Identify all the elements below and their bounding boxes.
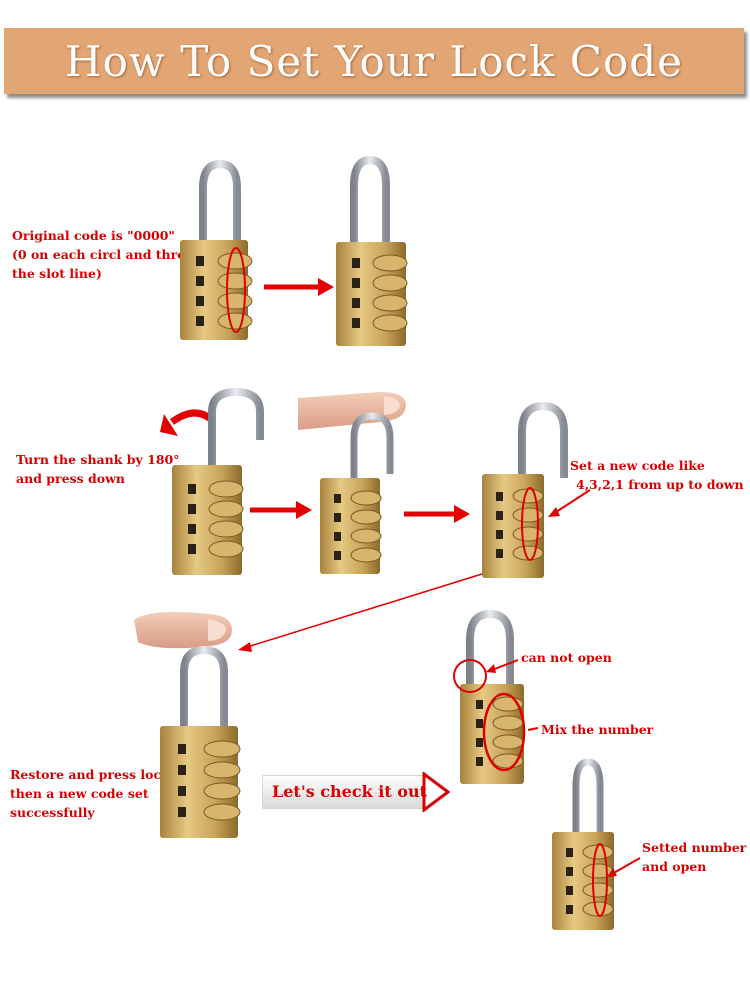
check-it-out-button[interactable]: Let's check it out [262,771,451,813]
restore-note-line3: successfully [10,805,95,820]
padlock-mixed-icon [453,609,526,784]
set-note-line2: 4,3,2,1 from up to down [576,477,744,492]
restore-note-line2: then a new code set [10,786,149,801]
arrow-right-icon-1 [264,278,334,296]
set-new-code-note: Set a new code like 4,3,2,1 from up to d… [570,456,744,494]
check-button-label: Let's check it out [272,782,427,801]
check-button-shape [262,771,451,813]
turn-note-line2: and press down [16,471,125,486]
padlock-setting-icon [482,401,568,578]
arrow-pointer-icon-4 [607,857,641,877]
arrow-diagonal-icon [238,573,483,652]
setted-note-line1: Setted number [642,840,747,855]
rotate-arrow-icon [160,409,215,436]
padlock-restored-icon [160,645,241,838]
turn-shank-note: Turn the shank by 180° and press down [16,450,179,488]
padlock-opened-icon [552,758,614,930]
can-not-open-note: can not open [521,650,612,665]
set-note-line1: Set a new code like [570,458,705,473]
setted-number-note: Setted number and open [642,838,746,876]
page-title: How To Set Your Lock Code [65,36,683,86]
padlock-turned-icon [172,387,264,575]
padlock-raised-icon [336,155,408,346]
arrow-pointer-icon-3 [527,727,539,731]
original-note-line2: (0 on each circl and throuh [12,247,204,262]
turn-note-line1: Turn the shank by 180° [16,452,180,467]
original-note-line3: the slot line) [12,266,102,281]
arrow-right-icon-3 [404,505,470,523]
finger-press-icon-2 [134,612,232,649]
arrow-pointer-icon-2 [486,659,519,673]
mix-number-note: Mix the number [541,722,654,737]
restore-note-line1: Restore and press locked, [10,767,191,782]
original-note-line1: Original code is "0000" [12,228,175,243]
title-banner: How To Set Your Lock Code [4,28,744,94]
padlock-pressed-icon [320,412,394,574]
arrow-pointer-icon-1 [548,489,591,517]
padlock-original-icon [180,159,253,340]
setted-note-line2: and open [642,859,707,874]
arrow-right-icon-2 [250,501,312,519]
original-code-note: Original code is "0000" (0 on each circl… [12,226,204,283]
restore-note: Restore and press locked, then a new cod… [10,765,191,822]
